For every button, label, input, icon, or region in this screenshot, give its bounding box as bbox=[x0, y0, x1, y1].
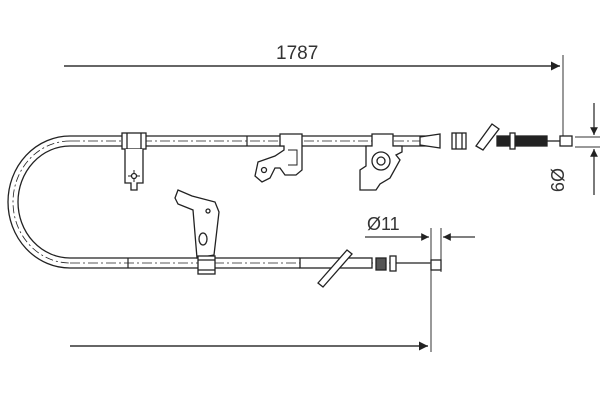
adjuster-end-spring bbox=[419, 123, 573, 151]
grommet-bracket-right bbox=[359, 133, 403, 191]
dimension-d9 bbox=[575, 103, 600, 195]
lower-end-fitting bbox=[299, 249, 442, 288]
end-fitting-diameter-label: Ø9 bbox=[547, 168, 567, 193]
clip-bracket-middle bbox=[254, 133, 303, 183]
mounting-bracket-upper-left bbox=[121, 132, 147, 191]
mounting-bracket-lower bbox=[174, 189, 220, 275]
overall-length-label: 1787 bbox=[276, 43, 319, 64]
sleeve-diameter-label: Ø11 bbox=[367, 214, 400, 234]
dimension-overall-length bbox=[64, 55, 564, 142]
dimension-bottom-line bbox=[70, 228, 442, 352]
